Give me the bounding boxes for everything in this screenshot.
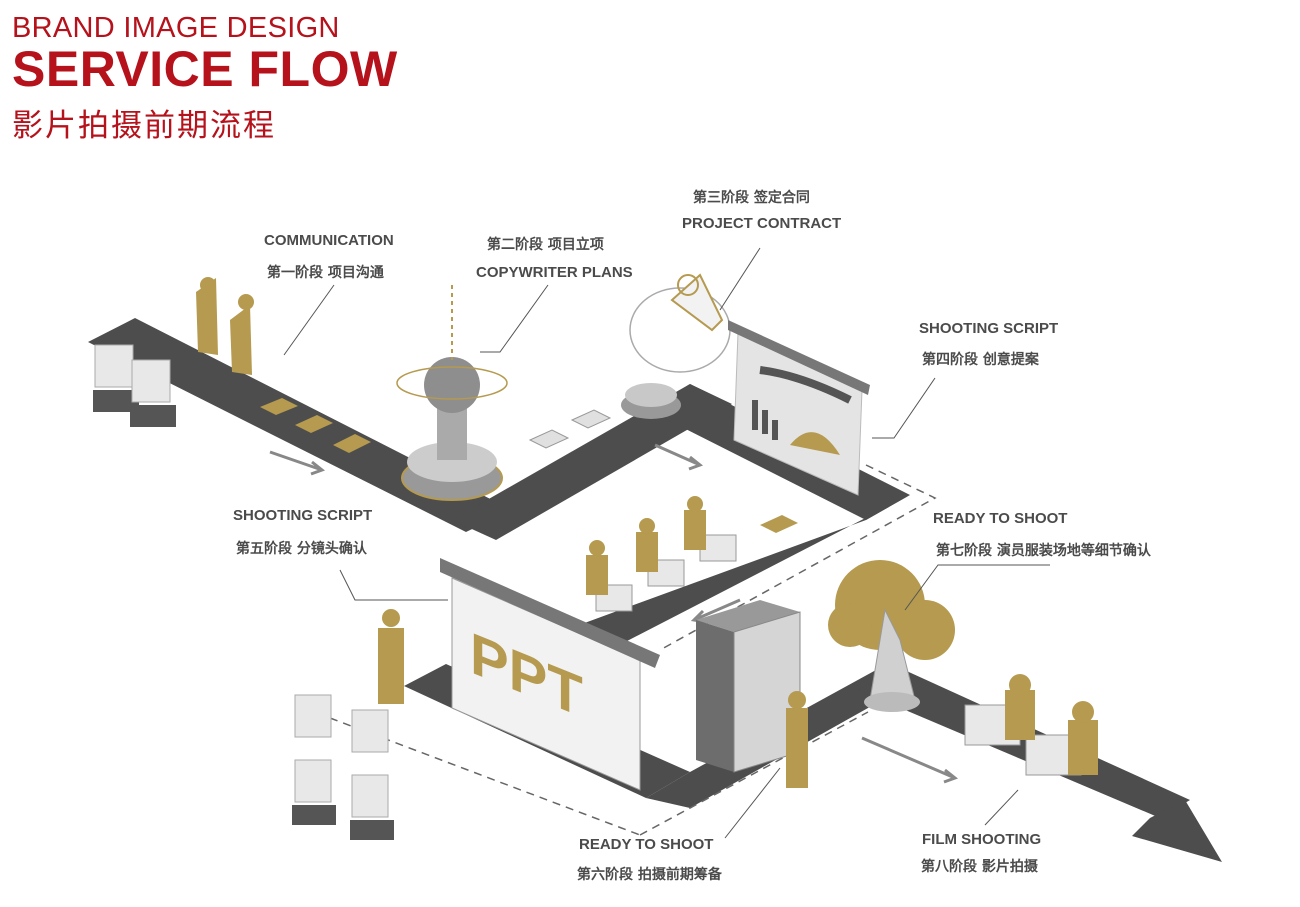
flow-arrow-icon — [1132, 800, 1222, 862]
presentation-board-icon: PPT — [440, 558, 660, 791]
stage-2-en: COPYWRITER PLANS — [476, 264, 633, 281]
header-title-line1: BRAND IMAGE DESIGN — [12, 12, 340, 44]
pen-icon — [621, 273, 731, 419]
stage-5-en: SHOOTING SCRIPT — [233, 507, 373, 524]
tree-icon — [828, 560, 955, 712]
stage-3-cn: 第三阶段 签定合同 — [693, 190, 810, 206]
stage-6-cn: 第六阶段 拍摄前期筹备 — [577, 867, 722, 883]
audience-people-icon — [292, 609, 404, 840]
people-icon — [93, 277, 254, 427]
leader-lines — [283, 247, 1050, 839]
cabinet-icon — [696, 600, 808, 788]
stage-2-cn: 第二阶段 项目立项 — [487, 237, 604, 253]
stage-7-en: READY TO SHOOT — [933, 510, 1068, 527]
stage-8-en: FILM SHOOTING — [922, 831, 1042, 848]
header-title-line2: SERVICE FLOW — [12, 41, 398, 97]
stage-1-en: COMMUNICATION — [264, 232, 394, 249]
header-title-line3: 影片拍摄前期流程 — [12, 108, 276, 144]
stage-4-cn: 第四阶段 创意提案 — [922, 352, 1039, 368]
stage-8-cn: 第八阶段 影片拍摄 — [921, 859, 1038, 875]
chart-board-icon — [728, 320, 870, 496]
stage-3-en: PROJECT CONTRACT — [682, 215, 842, 232]
stage-7-cn: 第七阶段 演员服装场地等细节确认 — [936, 543, 1151, 559]
stamp-icon — [396, 285, 508, 501]
camera-person-icon — [964, 674, 1098, 776]
document-stack-icon — [260, 398, 798, 533]
stage-1-cn: 第一阶段 项目沟通 — [267, 265, 384, 281]
stage-6-en: READY TO SHOOT — [579, 836, 714, 853]
stage-4-en: SHOOTING SCRIPT — [919, 320, 1059, 337]
laptop-icon — [586, 496, 737, 612]
stage-5-cn: 第五阶段 分镜头确认 — [236, 541, 367, 557]
